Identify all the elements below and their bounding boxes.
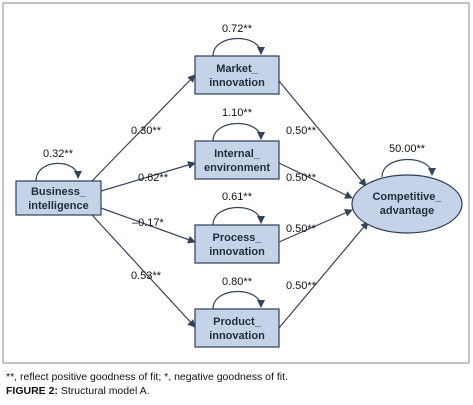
figure-frame (2, 2, 470, 364)
node-label-line1: Product_ (213, 316, 262, 328)
node-process-innovation: Process_ innovation (194, 224, 280, 264)
node-internal-environment: Internal_ environment (194, 140, 280, 180)
variance-label-process-innovation: 0.61** (222, 191, 253, 203)
arrow-market-to-ca (278, 80, 367, 187)
arrow-bi-to-process (100, 207, 196, 244)
variance-label-market-innovation: 0.72** (222, 23, 253, 35)
path-label-market-to-ca: 0.50** (286, 125, 317, 137)
variance-loop-competitive-advantage (381, 158, 436, 178)
node-business-intelligence: Business_ intelligence (15, 180, 102, 216)
variance-label-product-innovation: 0.80** (222, 276, 253, 288)
arrow-internal-to-ca (278, 162, 353, 199)
figure-label: FIGURE 2: (6, 385, 58, 397)
node-label-line2: innovation (209, 330, 265, 342)
figure-note: **, reflect positive goodness of fit; *,… (6, 371, 288, 383)
node-label-line2: innovation (209, 77, 265, 89)
variance-label-competitive-advantage: 50.00** (389, 143, 426, 155)
node-label-line1: Internal_ (214, 148, 261, 160)
node-product-innovation: Product_ innovation (194, 308, 280, 348)
node-label-line2: innovation (209, 246, 265, 258)
arrow-bi-to-product (91, 214, 196, 328)
path-label-bi-to-internal: 0.62** (138, 172, 169, 184)
arrow-bi-to-internal (100, 161, 196, 192)
variance-loop-product-innovation (212, 290, 265, 310)
node-label-line1: Competitive_ (372, 191, 442, 203)
arrow-process-to-ca (278, 209, 353, 243)
path-label-bi-to-product: 0.53** (131, 270, 162, 282)
path-label-bi-to-process: –0.17* (132, 217, 165, 229)
node-label-line2: environment (204, 162, 270, 174)
variance-loop-process-innovation (212, 206, 265, 226)
node-label-line1: Business_ (31, 186, 87, 198)
figure-caption: FIGURE 2: Structural model A. (6, 385, 150, 397)
node-label-line2: advantage (380, 205, 434, 217)
variance-loop-business-intelligence (35, 162, 82, 182)
arrow-bi-to-market (91, 74, 196, 182)
variance-label-internal-environment: 1.10** (222, 107, 253, 119)
node-label-line2: intelligence (28, 200, 89, 212)
path-label-internal-to-ca: 0.50** (286, 172, 317, 184)
node-market-innovation: Market_ innovation (194, 55, 280, 95)
arrow-product-to-ca (278, 221, 369, 329)
variance-label-business-intelligence: 0.32** (43, 148, 74, 160)
node-label-line1: Process_ (213, 232, 263, 244)
path-label-process-to-ca: 0.50** (286, 223, 317, 235)
path-label-bi-to-market: 0.30** (131, 125, 162, 137)
variance-loop-internal-environment (212, 122, 265, 142)
node-label-line1: Market_ (216, 63, 258, 75)
figure-title: Structural model A. (57, 385, 150, 397)
node-competitive-advantage: Competitive_ advantage (351, 174, 463, 234)
variance-loop-market-innovation (212, 37, 265, 57)
path-label-product-to-ca: 0.50** (286, 280, 317, 292)
